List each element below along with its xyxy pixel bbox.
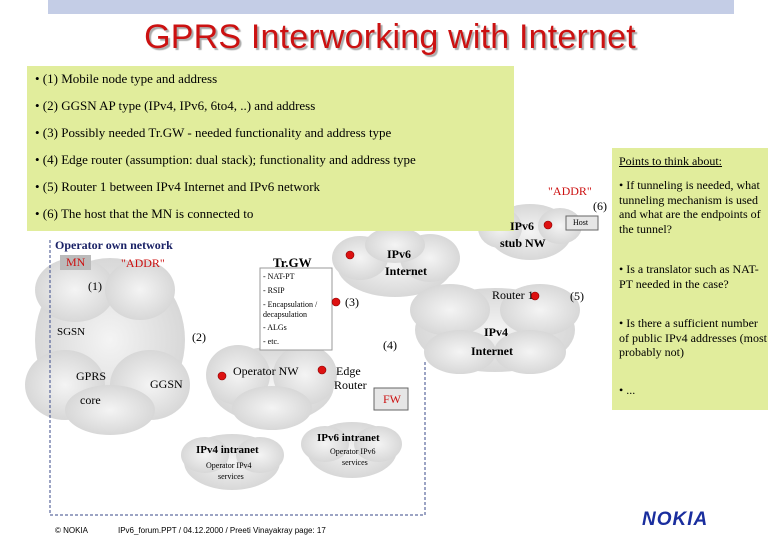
point-4: • ... bbox=[619, 383, 636, 397]
ipv6-intranet-label: IPv6 intranet bbox=[317, 432, 380, 444]
header-band bbox=[48, 0, 734, 14]
edge-router-connector bbox=[317, 365, 327, 375]
ipv4-internet-label-2: Internet bbox=[471, 344, 513, 358]
fw-label: FW bbox=[383, 392, 401, 406]
operator-network-label: Operator own network bbox=[55, 238, 173, 252]
point-3: • Is there a sufficient number of public… bbox=[619, 316, 767, 359]
edge-label: Edge bbox=[336, 364, 361, 378]
point-1: • If tunneling is needed, what tunneling… bbox=[619, 178, 761, 236]
ipv4-intranet-cloud bbox=[181, 434, 284, 490]
ipv4-internet-label-1: IPv4 bbox=[484, 325, 508, 339]
gprs-core-cloud bbox=[25, 258, 190, 435]
label-3: (3) bbox=[345, 295, 359, 309]
ggsn-label: GGSN bbox=[150, 377, 183, 391]
slide-title: GPRS Interworking with Internet bbox=[144, 18, 636, 56]
label-5: (5) bbox=[570, 289, 584, 303]
bullet-2: • (2) GGSN AP type (IPv4, IPv6, 6to4, ..… bbox=[35, 98, 316, 113]
bullet-6: • (6) The host that the MN is connected … bbox=[35, 206, 254, 221]
ipv6-stub-label-2: stub NW bbox=[500, 236, 546, 250]
addr-right-label: "ADDR" bbox=[548, 184, 592, 198]
label-6: (6) bbox=[593, 199, 607, 213]
ipv6-internet-label-2: Internet bbox=[385, 264, 427, 278]
label-2: (2) bbox=[192, 330, 206, 344]
trgw-label: Tr.GW bbox=[273, 255, 312, 270]
gprs-label: GPRS bbox=[76, 369, 107, 383]
operator-nw-cloud bbox=[206, 345, 337, 430]
trgw-connector bbox=[331, 297, 341, 307]
sgsn-label: SGSN bbox=[57, 326, 86, 338]
operator-nw-label: Operator NW bbox=[233, 364, 299, 378]
bullet-3: • (3) Possibly needed Tr.GW - needed fun… bbox=[35, 125, 392, 140]
ipv4-intranet-label: IPv4 intranet bbox=[196, 444, 259, 456]
firewall-box bbox=[373, 387, 409, 411]
point-2: • Is a translator such as NAT-PT needed … bbox=[619, 262, 759, 291]
router-label: Router bbox=[334, 378, 367, 392]
bullet-1: • (1) Mobile node type and address bbox=[35, 71, 218, 86]
trgw-item-natpt: - NAT-PT bbox=[263, 272, 295, 281]
stub-connector bbox=[543, 220, 553, 230]
ipv6-internet-cloud bbox=[332, 227, 460, 297]
ipv6-internet-label-1: IPv6 bbox=[387, 247, 411, 261]
addr-left-label: "ADDR" bbox=[121, 256, 165, 270]
op-ipv6-services-1: Operator IPv6 bbox=[330, 447, 376, 456]
footer-info: IPv6_forum.PPT / 04.12.2000 / Preeti Vin… bbox=[118, 526, 326, 535]
bullet-4: • (4) Edge router (assumption: dual stac… bbox=[35, 152, 416, 167]
operator-network-boundary bbox=[49, 240, 426, 516]
nokia-logo: NOKIA bbox=[642, 509, 709, 530]
ipv6-stub-label-1: IPv6 bbox=[510, 219, 534, 233]
ipv6-internet-connector bbox=[345, 250, 355, 260]
router1-label: Router 1 bbox=[492, 288, 534, 302]
footer-copyright: © NOKIA bbox=[55, 526, 89, 535]
trgw-item-encap: - Encapsulation / decapsulation bbox=[263, 300, 318, 319]
bullet-5: • (5) Router 1 between IPv4 Internet and… bbox=[35, 179, 321, 194]
label-1: (1) bbox=[88, 279, 102, 293]
op-ipv4-services-2: services bbox=[218, 472, 244, 481]
trgw-item-algs: - ALGs bbox=[263, 323, 287, 332]
op-ipv6-services-2: services bbox=[342, 458, 368, 467]
points-heading: Points to think about: bbox=[619, 154, 723, 168]
router1-connector bbox=[530, 291, 540, 301]
core-label: core bbox=[80, 393, 101, 407]
mn-label: MN bbox=[60, 255, 92, 270]
trgw-item-rsip: - RSIP bbox=[263, 286, 285, 295]
host-label: Host bbox=[573, 218, 589, 227]
trgw-box bbox=[259, 267, 333, 351]
label-4: (4) bbox=[383, 338, 397, 352]
ggsn-connector bbox=[217, 371, 227, 381]
trgw-item-etc: - etc. bbox=[263, 337, 279, 346]
ipv6-intranet-cloud bbox=[301, 422, 402, 478]
host-box bbox=[565, 215, 599, 231]
ipv4-internet-cloud bbox=[410, 284, 580, 374]
points-panel bbox=[612, 148, 768, 410]
bullet-panel bbox=[27, 66, 514, 231]
op-ipv4-services-1: Operator IPv4 bbox=[206, 461, 252, 470]
